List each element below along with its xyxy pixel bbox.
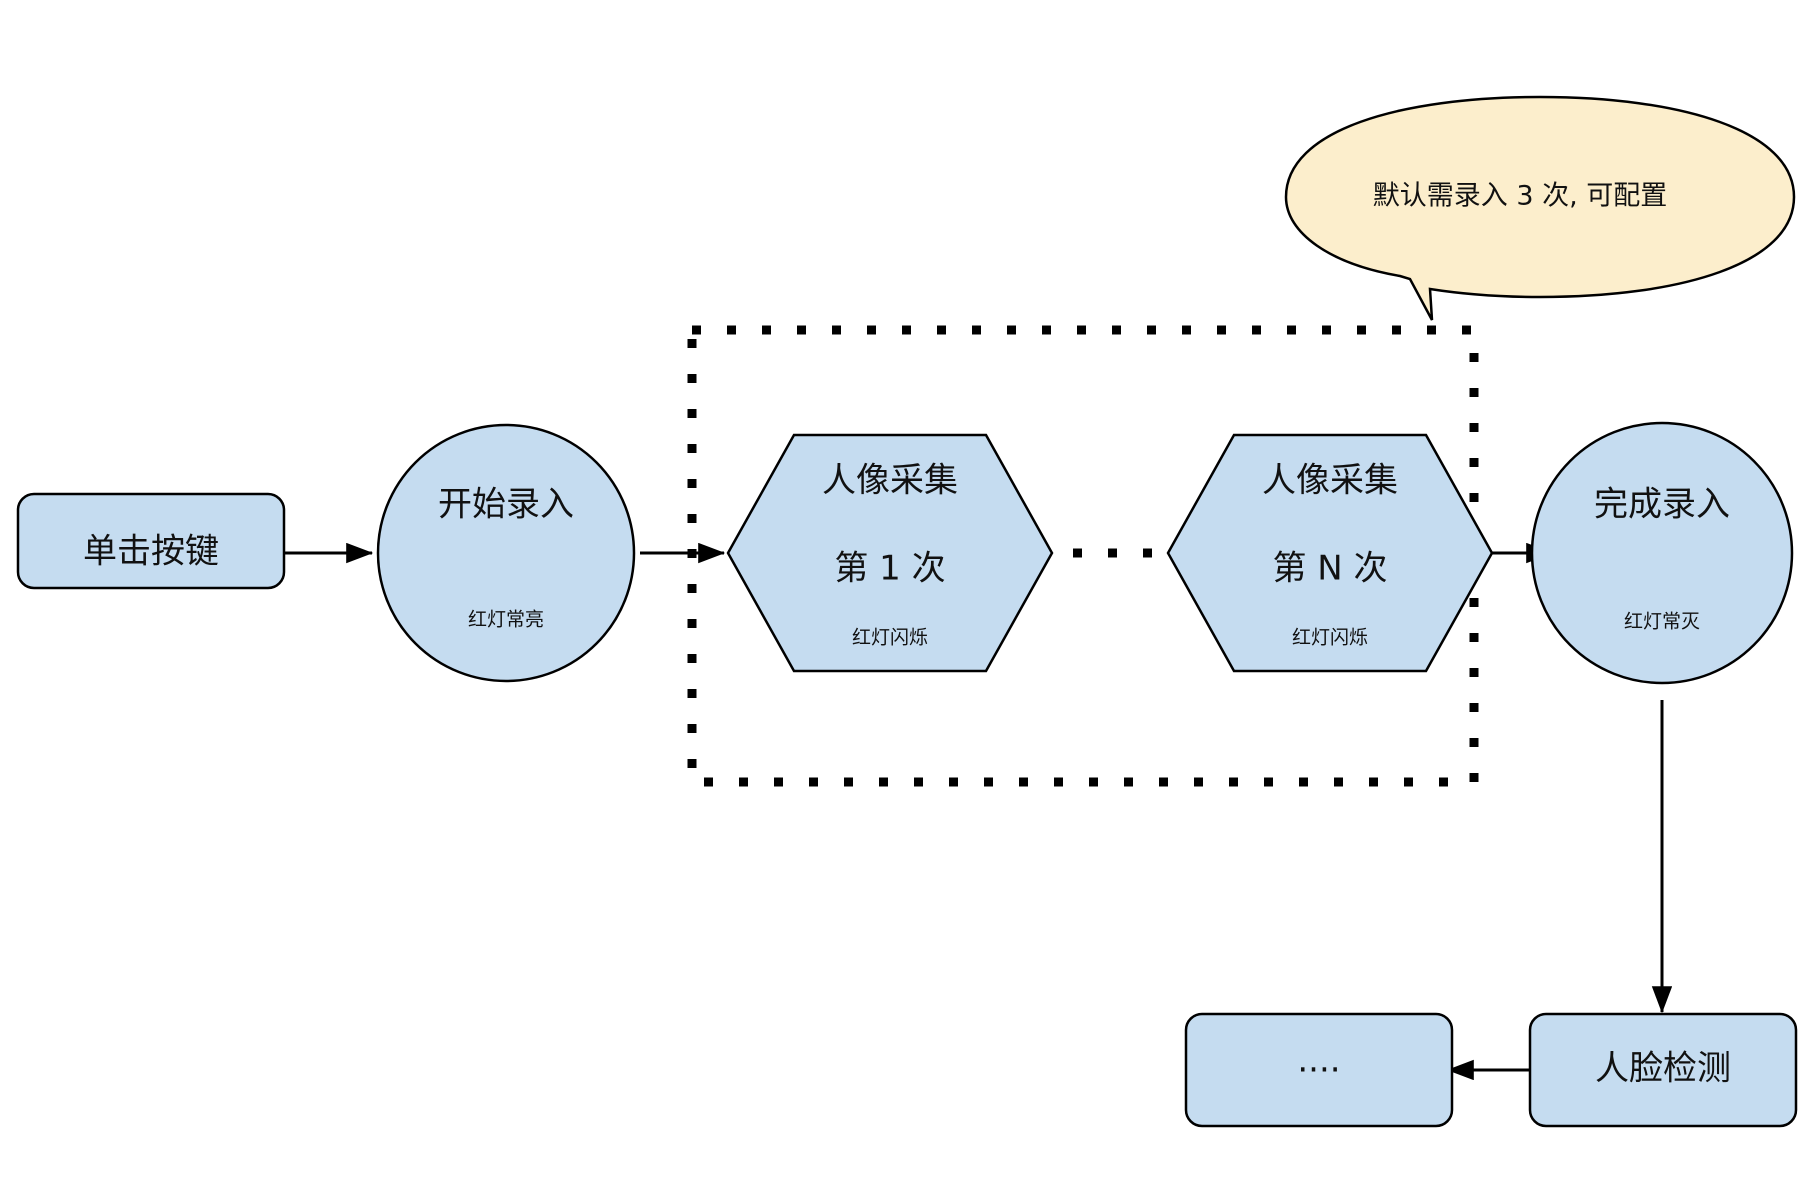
finish-enroll-label: 完成录入 xyxy=(1594,485,1730,525)
start-enroll-label: 开始录入 xyxy=(438,485,574,525)
node-click-button[interactable]: 单击按键 xyxy=(16,492,286,590)
start-enroll-sub: 红灯常亮 xyxy=(468,609,544,631)
node-more-steps[interactable]: .... xyxy=(1184,1012,1454,1128)
capture-first-line1: 人像采集 xyxy=(822,461,958,501)
callout-text: 默认需录入 3 次, 可配置 xyxy=(1373,181,1668,212)
capture-nth-line2: 第 N 次 xyxy=(1272,549,1387,589)
node-capture-first[interactable]: 人像采集 第 1 次 红灯闪烁 xyxy=(726,433,1054,673)
capture-first-sub: 红灯闪烁 xyxy=(852,627,928,649)
capture-nth-sub: 红灯闪烁 xyxy=(1292,627,1368,649)
capture-first-shape[interactable] xyxy=(726,433,1054,673)
finish-enroll-shape[interactable] xyxy=(1530,421,1794,685)
capture-loop-group-box xyxy=(687,325,1479,787)
capture-nth-shape[interactable] xyxy=(1166,433,1494,673)
face-detect-shape[interactable] xyxy=(1528,1012,1798,1128)
node-capture-nth[interactable]: 人像采集 第 N 次 红灯闪烁 xyxy=(1166,433,1494,673)
face-detect-label: 人脸检测 xyxy=(1595,1049,1731,1089)
click-button-label: 单击按键 xyxy=(83,532,219,572)
click-button-shape[interactable] xyxy=(16,492,286,590)
capture-first-line2: 第 1 次 xyxy=(834,549,945,589)
node-face-detect[interactable]: 人脸检测 xyxy=(1528,1012,1798,1128)
callout-note: 默认需录入 3 次, 可配置 xyxy=(1284,95,1796,321)
start-enroll-shape[interactable] xyxy=(376,423,636,683)
capture-nth-line1: 人像采集 xyxy=(1262,461,1398,501)
finish-enroll-sub: 红灯常灭 xyxy=(1624,611,1700,633)
node-finish-enroll[interactable]: 完成录入 红灯常灭 xyxy=(1530,421,1794,685)
callout-bubble-shape xyxy=(1284,95,1796,321)
more-steps-shape[interactable] xyxy=(1184,1012,1454,1128)
more-steps-label: .... xyxy=(1297,1041,1340,1081)
node-start-enroll[interactable]: 开始录入 红灯常亮 xyxy=(376,423,636,683)
